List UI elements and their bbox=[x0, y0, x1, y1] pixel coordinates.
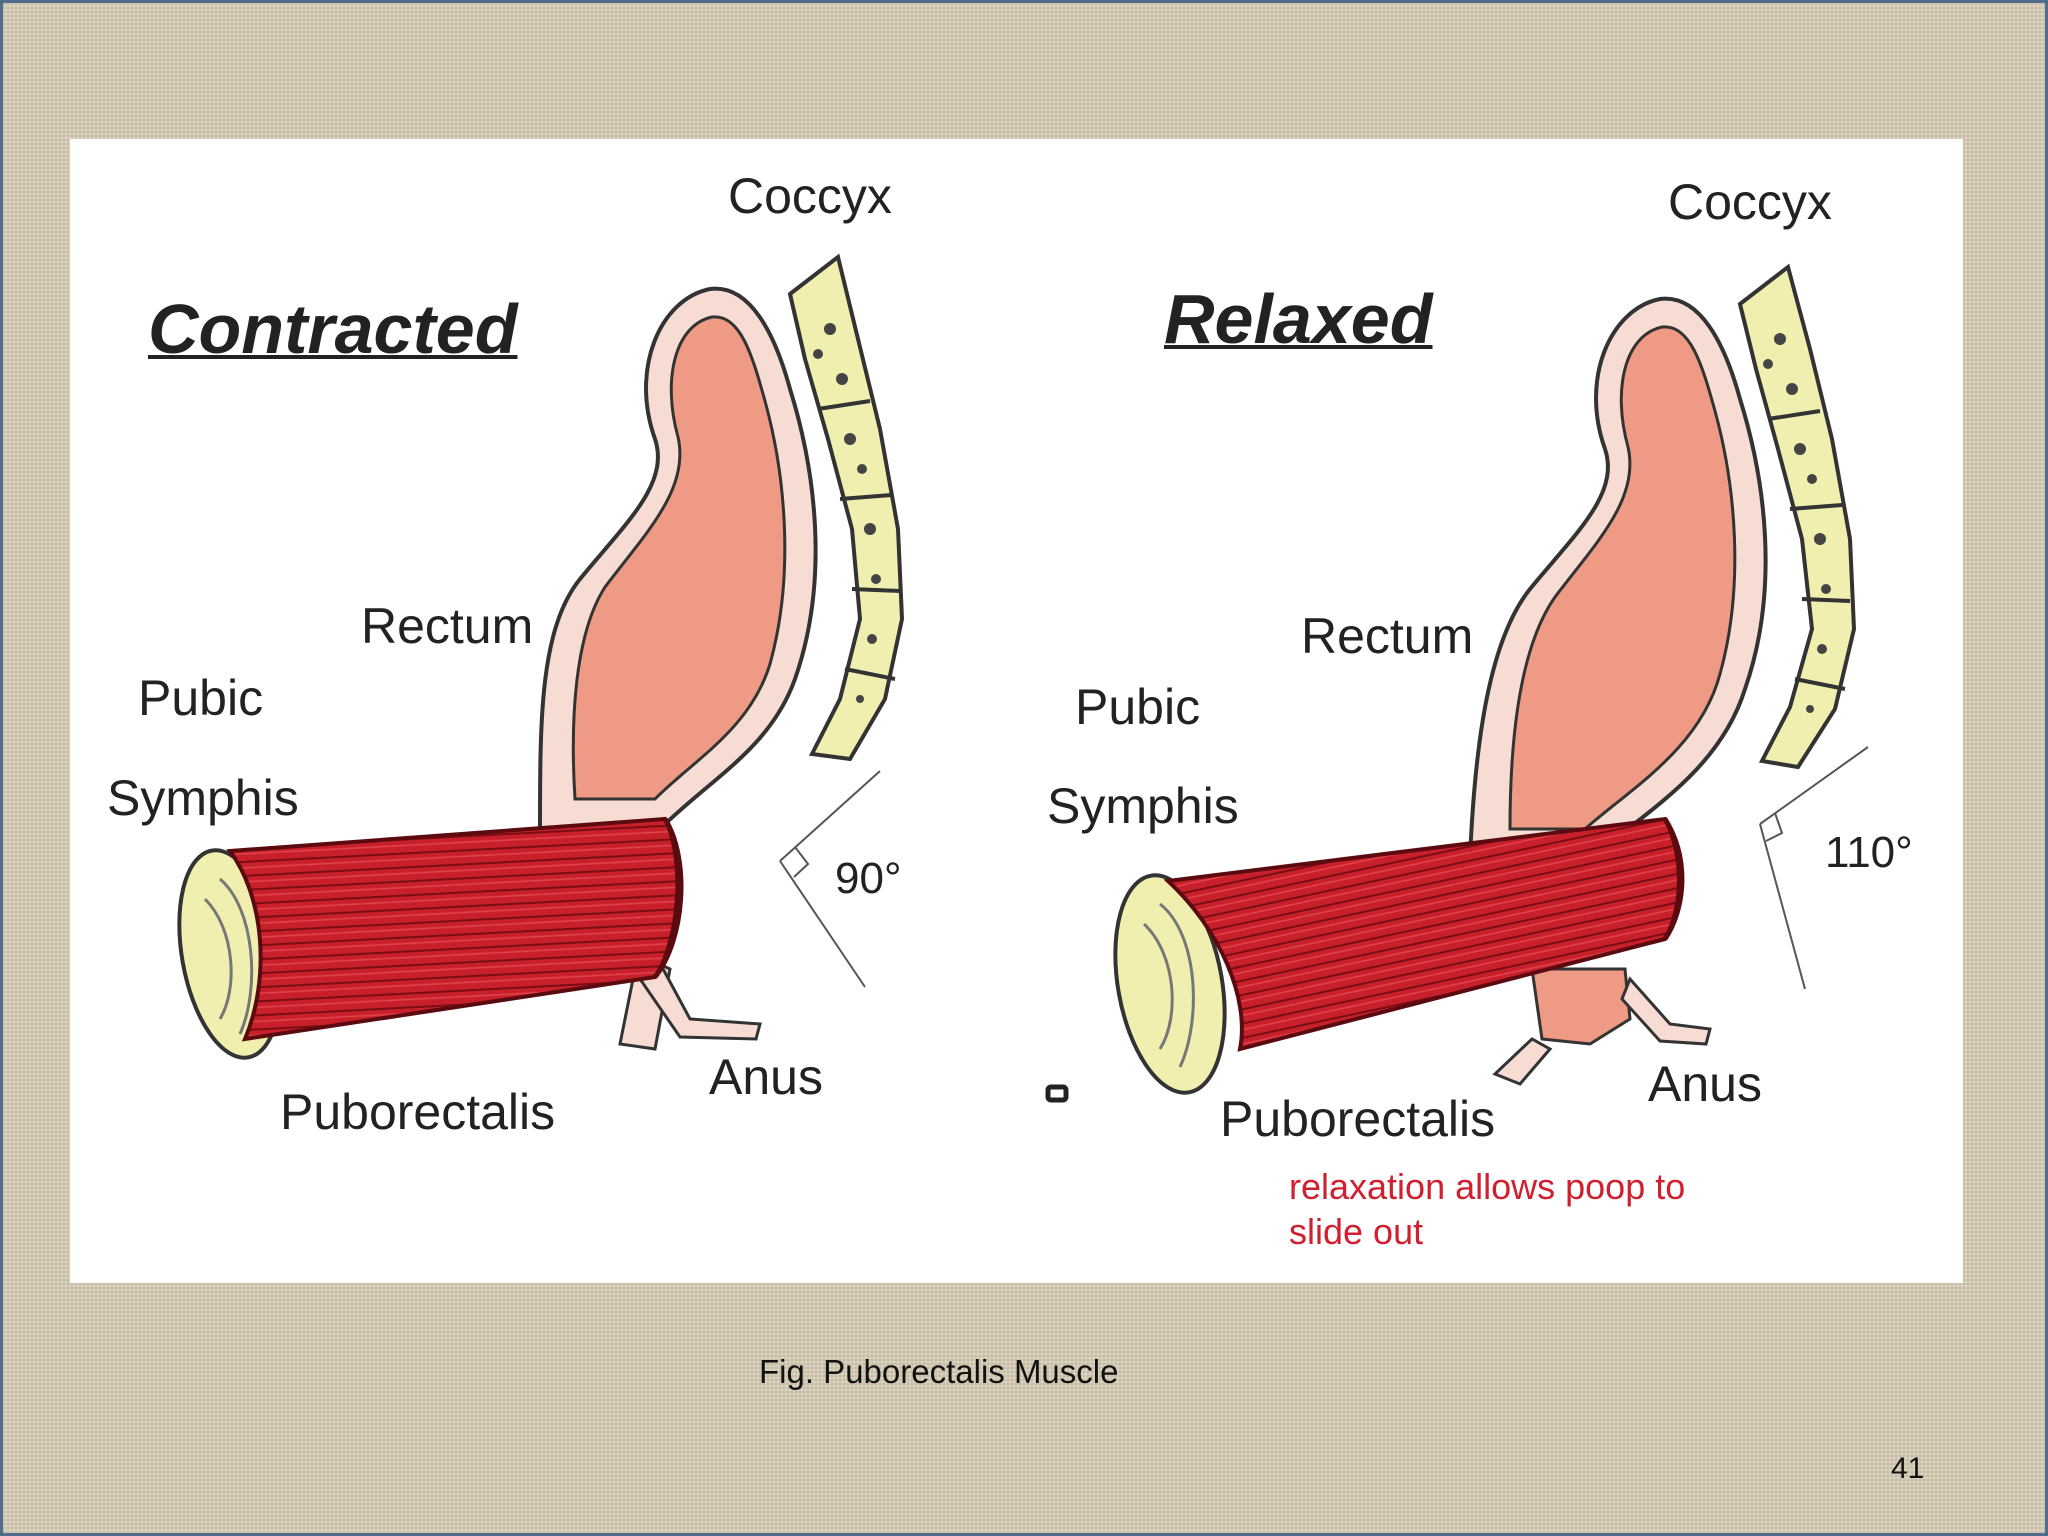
rectum-label-right: Rectum bbox=[1301, 608, 1474, 664]
puborectalis-label-left: Puborectalis bbox=[280, 1084, 556, 1140]
rectum-label-left: Rectum bbox=[361, 598, 534, 654]
relaxed-illustration bbox=[1045, 263, 1869, 1103]
anal-canal-right bbox=[1492, 967, 1712, 1086]
coccyx-label-right: Coccyx bbox=[1668, 174, 1832, 230]
anus-label-right: Anus bbox=[1648, 1056, 1762, 1112]
coccyx-bone-left bbox=[787, 253, 905, 762]
symphis-label-right: Symphis bbox=[1047, 778, 1239, 834]
relaxation-note: relaxation allows poop to slide out bbox=[1289, 1166, 1686, 1252]
puborectalis-label-right: Puborectalis bbox=[1220, 1091, 1496, 1147]
anus-label-left: Anus bbox=[709, 1049, 823, 1105]
puborectalis-muscle-right bbox=[1163, 816, 1685, 1052]
contracted-title: Contracted bbox=[148, 290, 518, 368]
coccyx-bone-right bbox=[1737, 263, 1857, 770]
puborectalis-muscle-left bbox=[226, 816, 684, 1042]
coccyx-label-left: Coccyx bbox=[728, 168, 892, 224]
pubic-label-left: Pubic bbox=[138, 670, 264, 726]
page-number: 41 bbox=[1891, 1452, 1925, 1485]
pubic-symphysis-right bbox=[1113, 873, 1227, 1095]
relaxed-title: Relaxed bbox=[1164, 280, 1433, 358]
anorectal-angle-left bbox=[779, 770, 881, 988]
angle-label-right: 110° bbox=[1825, 828, 1913, 877]
rectum-left bbox=[537, 286, 818, 831]
pubic-label-right: Pubic bbox=[1075, 679, 1201, 735]
anatomy-figure: Contracted Coccyx Rectum Pubic Symphis 9… bbox=[70, 139, 1963, 1283]
contracted-illustration bbox=[177, 253, 905, 1060]
anorectal-angle-right bbox=[1759, 746, 1869, 990]
stray-mark bbox=[1045, 1084, 1069, 1103]
angle-label-left: 90° bbox=[835, 854, 902, 903]
anatomy-illustration bbox=[177, 253, 1869, 1103]
symphis-label-left: Symphis bbox=[107, 770, 299, 826]
rectum-right bbox=[1467, 296, 1768, 861]
figure-caption: Fig. Puborectalis Muscle bbox=[759, 1353, 1119, 1390]
